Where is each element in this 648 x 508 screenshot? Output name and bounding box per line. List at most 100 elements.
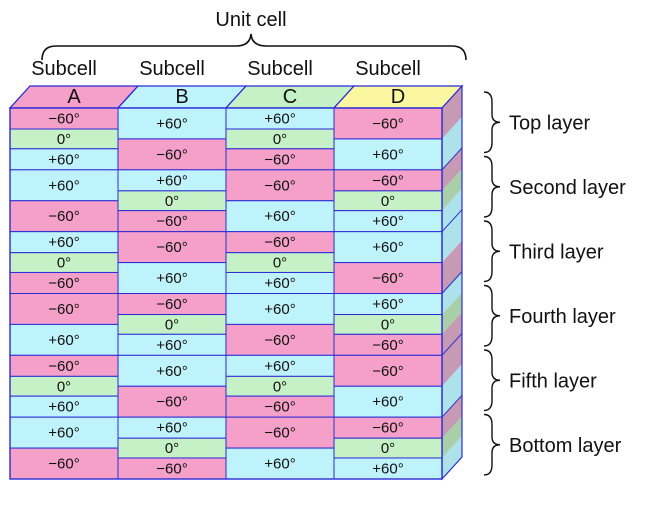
side-face-divider — [441, 147, 463, 171]
front-face-outline — [9, 107, 443, 480]
ply-angle-label: −60° — [48, 358, 79, 375]
ply-angle-label: −60° — [264, 151, 295, 168]
layer-label: Second layer — [509, 177, 626, 199]
unit-cell-title: Unit cell — [215, 9, 286, 31]
ply-cell — [333, 385, 443, 418]
ply-angle-label: −60° — [372, 172, 403, 189]
ply-cell — [117, 107, 227, 140]
ply-angle-label: +60° — [156, 270, 187, 287]
ply-cell — [333, 231, 443, 264]
layer-brace — [483, 91, 501, 154]
ply-angle-label: −60° — [156, 394, 187, 411]
ply-cell — [9, 323, 119, 356]
side-face-band — [442, 435, 462, 479]
ply-angle-label: −60° — [372, 115, 403, 132]
side-face-band — [442, 292, 462, 335]
subcell-label: Subcell — [355, 58, 421, 80]
ply-angle-label: −60° — [372, 337, 403, 354]
ply-angle-label: −60° — [264, 177, 295, 194]
ply-angle-label: −60° — [156, 146, 187, 163]
ply-angle-label: +60° — [372, 394, 403, 411]
ply-cell — [225, 416, 335, 449]
ply-cell — [333, 138, 443, 171]
ply-angle-label: 0° — [381, 316, 395, 333]
side-face-band — [442, 364, 462, 418]
ply-cell — [333, 354, 443, 387]
ply-angle-label: −60° — [48, 275, 79, 292]
layer-brace — [483, 413, 501, 476]
ply-angle-label: 0° — [381, 440, 395, 457]
ply-angle-label: +60° — [264, 358, 295, 375]
subcell-label: Subcell — [139, 58, 205, 80]
side-face-band — [442, 271, 462, 315]
ply-angle-label: −60° — [48, 301, 79, 318]
ply-cell — [117, 231, 227, 264]
ply-angle-label: −60° — [48, 208, 79, 225]
layer-brace — [483, 284, 501, 347]
subcell-label: Subcell — [247, 58, 313, 80]
ply-angle-label: +60° — [264, 275, 295, 292]
side-face-band — [442, 312, 462, 356]
side-face-divider — [441, 271, 463, 294]
side-face-band — [442, 395, 462, 439]
layer-label: Top layer — [509, 112, 590, 134]
ply-angle-label: +60° — [48, 425, 79, 442]
ply-angle-label: +60° — [372, 146, 403, 163]
ply-angle-label: 0° — [273, 378, 287, 395]
ply-angle-label: +60° — [156, 363, 187, 380]
ply-cell — [117, 138, 227, 171]
ply-angle-label: 0° — [381, 193, 395, 210]
ply-angle-label: +60° — [264, 111, 295, 128]
layer-label: Third layer — [509, 241, 604, 263]
ply-angle-label: −60° — [264, 399, 295, 416]
ply-angle-label: +60° — [156, 337, 187, 354]
side-face-band — [442, 188, 462, 232]
layer-label: Bottom layer — [509, 435, 622, 457]
ply-angle-label: −60° — [372, 270, 403, 287]
side-face-band — [442, 116, 462, 170]
ply-angle-label: 0° — [57, 255, 71, 272]
layer-brace — [483, 155, 501, 218]
side-face-divider — [441, 332, 463, 356]
side-face-band — [442, 416, 462, 458]
ply-angle-label: +60° — [48, 234, 79, 251]
ply-angle-label: −60° — [372, 420, 403, 437]
ply-angle-label: +60° — [264, 456, 295, 473]
ply-angle-label: −60° — [48, 111, 79, 128]
ply-angle-label: −60° — [156, 239, 187, 256]
ply-cell — [9, 200, 119, 233]
column-header-label: A — [67, 86, 81, 108]
ply-angle-label: 0° — [57, 378, 71, 395]
subcell-label: Subcell — [31, 58, 97, 80]
ply-angle-label: +60° — [372, 213, 403, 230]
ply-angle-label: +60° — [156, 172, 187, 189]
ply-cell — [333, 107, 443, 140]
ply-angle-label: +60° — [372, 296, 403, 313]
ply-angle-label: +60° — [48, 151, 79, 168]
column-header-label: D — [391, 86, 405, 108]
side-face-band — [442, 240, 462, 294]
ply-angle-label: +60° — [264, 301, 295, 318]
ply-angle-label: 0° — [165, 193, 179, 210]
layer-label: Fourth layer — [509, 306, 616, 328]
ply-angle-label: −60° — [156, 213, 187, 230]
layer-label: Fifth layer — [509, 370, 597, 392]
ply-angle-label: 0° — [165, 440, 179, 457]
side-face-band — [442, 168, 462, 211]
layer-brace — [483, 220, 501, 283]
ply-angle-label: +60° — [372, 239, 403, 256]
side-face-band — [442, 86, 462, 139]
ply-angle-label: 0° — [273, 131, 287, 148]
side-face-band — [442, 209, 462, 263]
column-header-label: B — [175, 86, 188, 108]
ply-angle-label: +60° — [264, 208, 295, 225]
ply-cell — [225, 169, 335, 202]
ply-angle-label: −60° — [264, 234, 295, 251]
ply-angle-label: +60° — [156, 115, 187, 132]
ply-angle-label: −60° — [156, 296, 187, 313]
ply-angle-label: 0° — [273, 255, 287, 272]
ply-angle-label: +60° — [48, 332, 79, 349]
ply-cell — [9, 416, 119, 449]
ply-angle-label: −60° — [156, 460, 187, 477]
